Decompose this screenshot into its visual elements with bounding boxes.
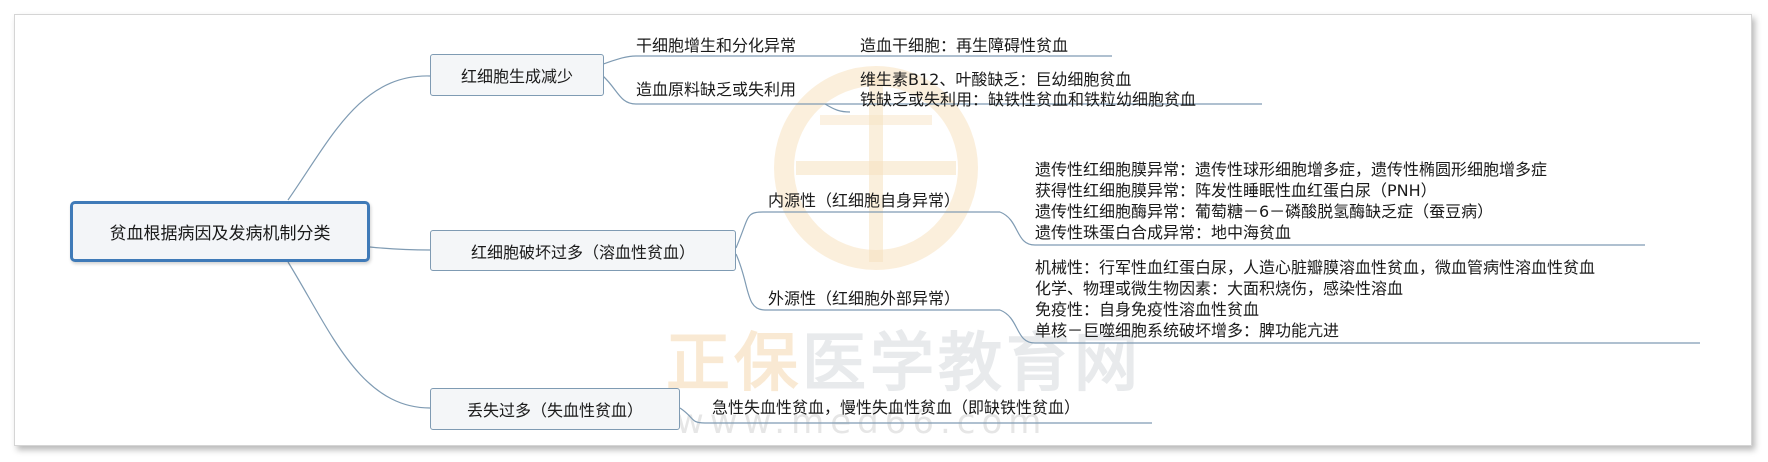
detail-intrinsic-1: 遗传性红细胞膜异常：遗传性球形细胞增多症，遗传性椭圆形细胞增多症	[1035, 160, 1548, 179]
branch-label-blood-loss: 丢失过多（失血性贫血）	[466, 401, 643, 420]
detail-iron-deficiency: 铁缺乏或失利用：缺铁性贫血和铁粒幼细胞贫血	[860, 90, 1197, 109]
detail-intrinsic-2: 获得性红细胞膜异常：阵发性睡眠性血红蛋白尿（PNH）	[1035, 181, 1437, 200]
subtopic-extrinsic[interactable]: 外源性（红细胞外部异常）	[768, 289, 961, 308]
root-node[interactable]: 贫血根据病因及发病机制分类	[70, 201, 370, 262]
connector-b1-c2-detail2	[824, 103, 851, 113]
branch-label-production: 红细胞生成减少	[460, 67, 573, 86]
connector-b1-c1	[602, 55, 825, 65]
branch-node-production[interactable]: 红细胞生成减少	[430, 54, 604, 96]
detail-extrinsic-2: 化学、物理或微生物因素：大面积烧伤，感染性溶血	[1035, 279, 1404, 298]
detail-extrinsic-4: 单核－巨噬细胞系统破坏增多：脾功能亢进	[1035, 321, 1340, 340]
subtopic-raw-material[interactable]: 造血原料缺乏或失利用	[636, 80, 797, 99]
detail-extrinsic-1: 机械性：行军性血红蛋白尿，人造心脏瓣膜溶血性贫血，微血管病性溶血性贫血	[1035, 258, 1596, 277]
connector-b1-c2	[602, 75, 825, 105]
subtopic-stem-cell[interactable]: 干细胞增生和分化异常	[636, 36, 797, 55]
branch-label-hemolysis: 红细胞破坏过多（溶血性贫血）	[470, 242, 695, 262]
root-label: 贫血根据病因及发病机制分类	[109, 224, 331, 244]
connector-root-branch3	[287, 261, 431, 409]
detail-megaloblastic: 维生素B12、叶酸缺乏：巨幼细胞贫血	[860, 70, 1132, 89]
connector-b2-c1	[735, 211, 1000, 249]
detail-extrinsic-3: 免疫性：自身免疫性溶血性贫血	[1035, 300, 1260, 319]
connector-root-branch2	[369, 246, 431, 251]
connector-b3-detail	[679, 407, 1152, 424]
connector-b2-c1-details	[999, 211, 1645, 246]
detail-intrinsic-3: 遗传性红细胞酶异常：葡萄糖－6－磷酸脱氢酶缺乏症（蚕豆病）	[1035, 202, 1494, 221]
connector-b2-c2	[735, 253, 1000, 311]
subtopic-intrinsic[interactable]: 内源性（红细胞自身异常）	[768, 191, 961, 210]
connector-b2-c2-details	[999, 309, 1700, 344]
detail-blood-loss: 急性失血性贫血，慢性失血性贫血（即缺铁性贫血）	[712, 398, 1081, 417]
detail-intrinsic-4: 遗传性珠蛋白合成异常：地中海贫血	[1035, 223, 1292, 242]
detail-aplastic-anemia: 造血干细胞：再生障碍性贫血	[860, 36, 1069, 55]
branch-node-hemolysis[interactable]: 红细胞破坏过多（溶血性贫血）	[430, 230, 736, 271]
branch-node-blood-loss[interactable]: 丢失过多（失血性贫血）	[430, 388, 680, 430]
connector-root-branch1	[287, 75, 431, 201]
